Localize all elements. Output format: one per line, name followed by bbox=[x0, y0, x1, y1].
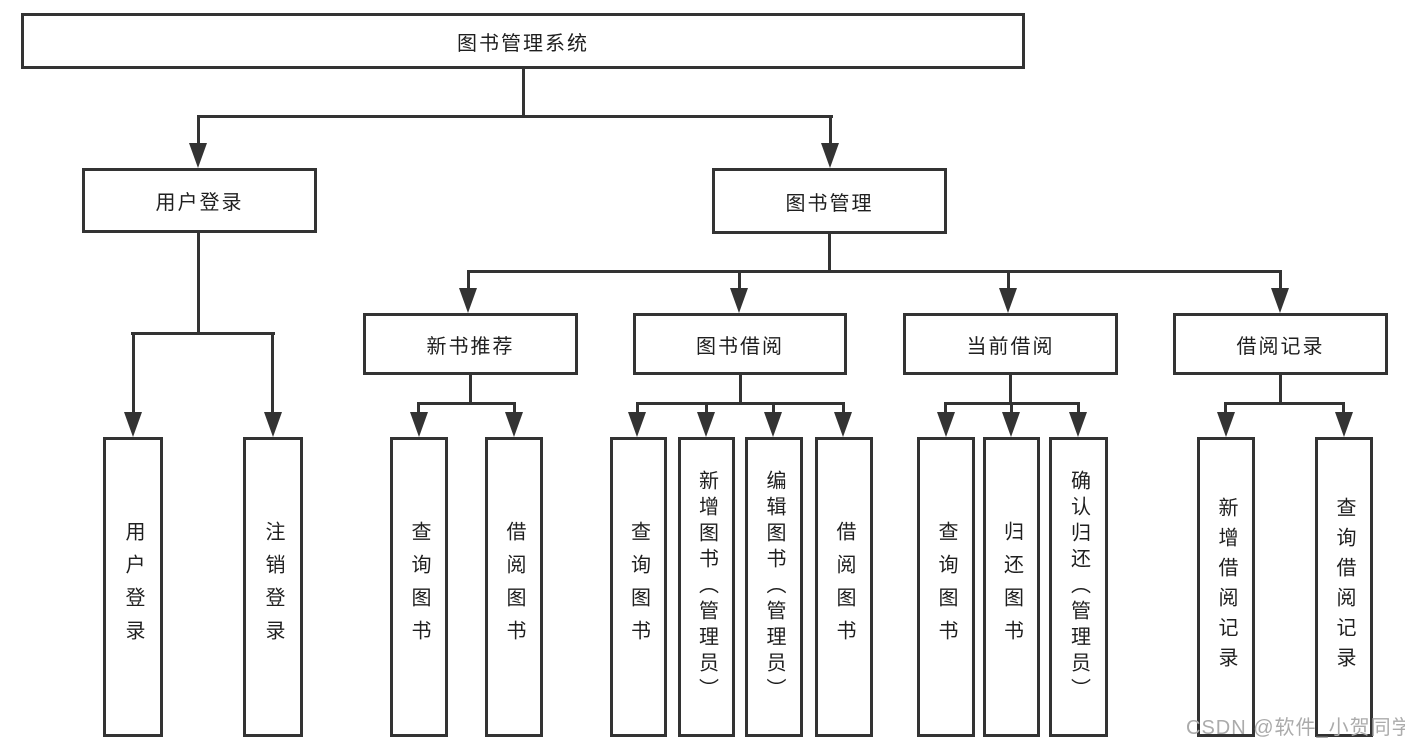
arrowhead-leaf5 bbox=[628, 412, 646, 437]
leaf-query-books-borrowing-label: 查询图书 bbox=[627, 521, 650, 653]
leaf-query-books-current: 查询图书 bbox=[917, 437, 975, 737]
connector-current-stem bbox=[1009, 373, 1012, 405]
leaf-add-books-admin: 新增图书（管理员） bbox=[678, 437, 735, 737]
arrowhead-leaf11 bbox=[1069, 412, 1087, 437]
leaf-confirm-return-admin: 确认归还（管理员） bbox=[1049, 437, 1108, 737]
connector-drop-leaf3 bbox=[417, 402, 420, 418]
connector-user-login-stem bbox=[197, 230, 200, 335]
connector-records-horizontal bbox=[1224, 402, 1345, 405]
leaf-return-books-label: 归还图书 bbox=[1000, 521, 1023, 653]
node-user-login-label: 用户登录 bbox=[155, 192, 244, 214]
node-root: 图书管理系统 bbox=[21, 13, 1025, 69]
csdn-watermark: CSDN @软件_小贺同学 bbox=[1186, 717, 1405, 739]
node-new-book-recommendation: 新书推荐 bbox=[363, 313, 578, 375]
connector-drop-leaf-login bbox=[132, 332, 135, 417]
leaf-confirm-return-admin-label: 确认归还（管理员） bbox=[1067, 470, 1090, 704]
connector-drop-new-book bbox=[467, 270, 470, 292]
node-root-label: 图书管理系统 bbox=[457, 32, 589, 55]
connector-drop-user-login bbox=[197, 115, 200, 149]
node-book-borrowing-label: 图书借阅 bbox=[696, 335, 784, 358]
connector-newbook-stem bbox=[469, 373, 472, 405]
leaf-query-borrow-record-label: 查询借阅记录 bbox=[1333, 497, 1355, 677]
leaf-return-books: 归还图书 bbox=[983, 437, 1040, 737]
arrowhead-current-borrowing bbox=[999, 288, 1017, 313]
connector-drop-leaf4 bbox=[513, 402, 516, 418]
leaf-query-books-recommend: 查询图书 bbox=[390, 437, 448, 737]
arrowhead-leaf12 bbox=[1217, 412, 1235, 437]
arrowhead-leaf9 bbox=[937, 412, 955, 437]
arrowhead-leaf7 bbox=[764, 412, 782, 437]
connector-drop-book-management bbox=[829, 115, 832, 149]
leaf-logout: 注销登录 bbox=[243, 437, 303, 737]
leaf-edit-books-admin-label: 编辑图书（管理员） bbox=[763, 470, 785, 704]
arrowhead-leaf4 bbox=[505, 412, 523, 437]
leaf-user-login-label: 用户登录 bbox=[122, 521, 144, 653]
connector-drop-leaf-logout bbox=[271, 332, 274, 417]
connector-drop-book-borrowing bbox=[738, 270, 741, 292]
leaf-query-books-recommend-label: 查询图书 bbox=[408, 521, 430, 653]
connector-root-stem bbox=[522, 66, 525, 118]
leaf-edit-books-admin: 编辑图书（管理员） bbox=[745, 437, 803, 737]
connector-level1-horizontal bbox=[197, 115, 833, 118]
arrowhead-new-book bbox=[459, 288, 477, 313]
leaf-add-borrow-record: 新增借阅记录 bbox=[1197, 437, 1255, 737]
leaf-borrow-books-borrowing-label: 借阅图书 bbox=[833, 521, 855, 653]
leaf-add-books-admin-label: 新增图书（管理员） bbox=[695, 470, 718, 704]
connector-user-login-horizontal bbox=[131, 332, 275, 335]
connector-level3-horizontal bbox=[467, 270, 1282, 273]
arrowhead-leaf-login bbox=[124, 412, 142, 437]
node-borrowing-records-label: 借阅记录 bbox=[1236, 335, 1325, 358]
connector-drop-borrowing-records bbox=[1279, 270, 1282, 292]
connector-book-management-stem bbox=[828, 232, 831, 273]
connector-borrowing-stem bbox=[739, 373, 742, 405]
connector-drop-leaf13 bbox=[1342, 402, 1345, 418]
connector-drop-leaf6 bbox=[705, 402, 708, 418]
connector-drop-leaf7 bbox=[772, 402, 775, 418]
arrowhead-leaf13 bbox=[1335, 412, 1353, 437]
arrowhead-leaf3 bbox=[410, 412, 428, 437]
arrowhead-borrowing-records bbox=[1271, 288, 1289, 313]
arrowhead-book-management bbox=[821, 143, 839, 168]
leaf-logout-label: 注销登录 bbox=[262, 521, 284, 653]
arrowhead-leaf6 bbox=[697, 412, 715, 437]
arrowhead-leaf8 bbox=[834, 412, 852, 437]
arrowhead-user-login bbox=[189, 143, 207, 168]
node-current-borrowing: 当前借阅 bbox=[903, 313, 1118, 375]
arrowhead-leaf10 bbox=[1002, 412, 1020, 437]
arrowhead-leaf-logout bbox=[264, 412, 282, 437]
leaf-add-borrow-record-label: 新增借阅记录 bbox=[1215, 497, 1237, 677]
node-new-book-recommendation-label: 新书推荐 bbox=[426, 335, 515, 358]
connector-drop-current-borrowing bbox=[1007, 270, 1010, 292]
leaf-borrow-books-borrowing: 借阅图书 bbox=[815, 437, 873, 737]
connector-records-stem bbox=[1279, 373, 1282, 405]
leaf-query-borrow-record: 查询借阅记录 bbox=[1315, 437, 1373, 737]
node-book-management-label: 图书管理 bbox=[785, 192, 874, 215]
leaf-query-books-borrowing: 查询图书 bbox=[610, 437, 667, 737]
leaf-borrow-books-recommend-label: 借阅图书 bbox=[503, 521, 525, 653]
node-user-login: 用户登录 bbox=[82, 168, 317, 233]
node-book-borrowing: 图书借阅 bbox=[633, 313, 847, 375]
connector-borrowing-horizontal bbox=[636, 402, 845, 405]
node-current-borrowing-label: 当前借阅 bbox=[966, 335, 1055, 358]
leaf-user-login: 用户登录 bbox=[103, 437, 163, 737]
node-borrowing-records: 借阅记录 bbox=[1173, 313, 1388, 375]
connector-drop-leaf10 bbox=[1010, 402, 1013, 418]
leaf-borrow-books-recommend: 借阅图书 bbox=[485, 437, 543, 737]
connector-newbook-horizontal bbox=[417, 402, 516, 405]
connector-drop-leaf9 bbox=[944, 402, 947, 418]
connector-drop-leaf12 bbox=[1224, 402, 1227, 418]
leaf-query-books-current-label: 查询图书 bbox=[935, 521, 957, 653]
node-book-management: 图书管理 bbox=[712, 168, 947, 234]
connector-drop-leaf5 bbox=[636, 402, 639, 418]
arrowhead-book-borrowing bbox=[730, 288, 748, 313]
connector-drop-leaf8 bbox=[842, 402, 845, 418]
connector-drop-leaf11 bbox=[1077, 402, 1080, 418]
